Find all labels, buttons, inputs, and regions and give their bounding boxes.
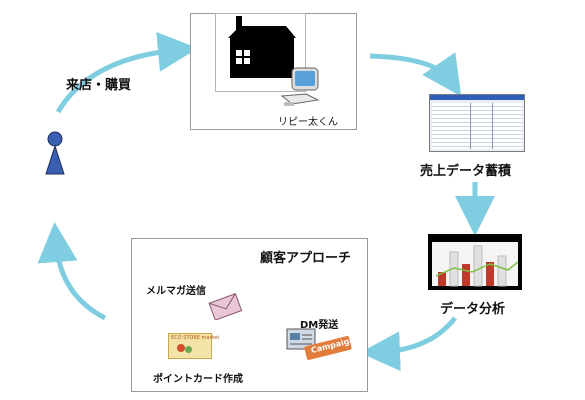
sales-data-screen: [429, 94, 525, 152]
point-card-brand: ECO STORE market: [171, 335, 220, 341]
person-icon: [40, 130, 70, 178]
envelope-icon: [208, 292, 242, 320]
shop-icon: [226, 16, 298, 78]
arrow-shop-to-sales: [369, 52, 462, 97]
dm-label: DM発送: [300, 320, 339, 331]
arrow-person-to-shop: [55, 31, 198, 114]
arrow-analysis-to-approach: [360, 316, 457, 372]
computer-icon: [278, 66, 322, 108]
dm-postcard-icon: Campaign: [285, 327, 356, 361]
point-card-label: ポイントカード作成: [153, 374, 243, 385]
arrow-approach-to-person: [37, 222, 107, 321]
sales-data-label: 売上データ蓄積: [420, 164, 512, 179]
customer-approach-box: [131, 238, 368, 392]
repeat-software-label: リピー太くん: [278, 117, 338, 128]
analysis-chart: [428, 234, 522, 290]
mail-magazine-label: メルマガ送信: [146, 286, 206, 297]
customer-approach-label: 顧客アプローチ: [260, 251, 352, 266]
visit-purchase-label: 来店・購買: [66, 78, 132, 93]
data-analysis-label: データ分析: [440, 302, 506, 317]
point-card-icon: ECO STORE market: [168, 333, 219, 359]
